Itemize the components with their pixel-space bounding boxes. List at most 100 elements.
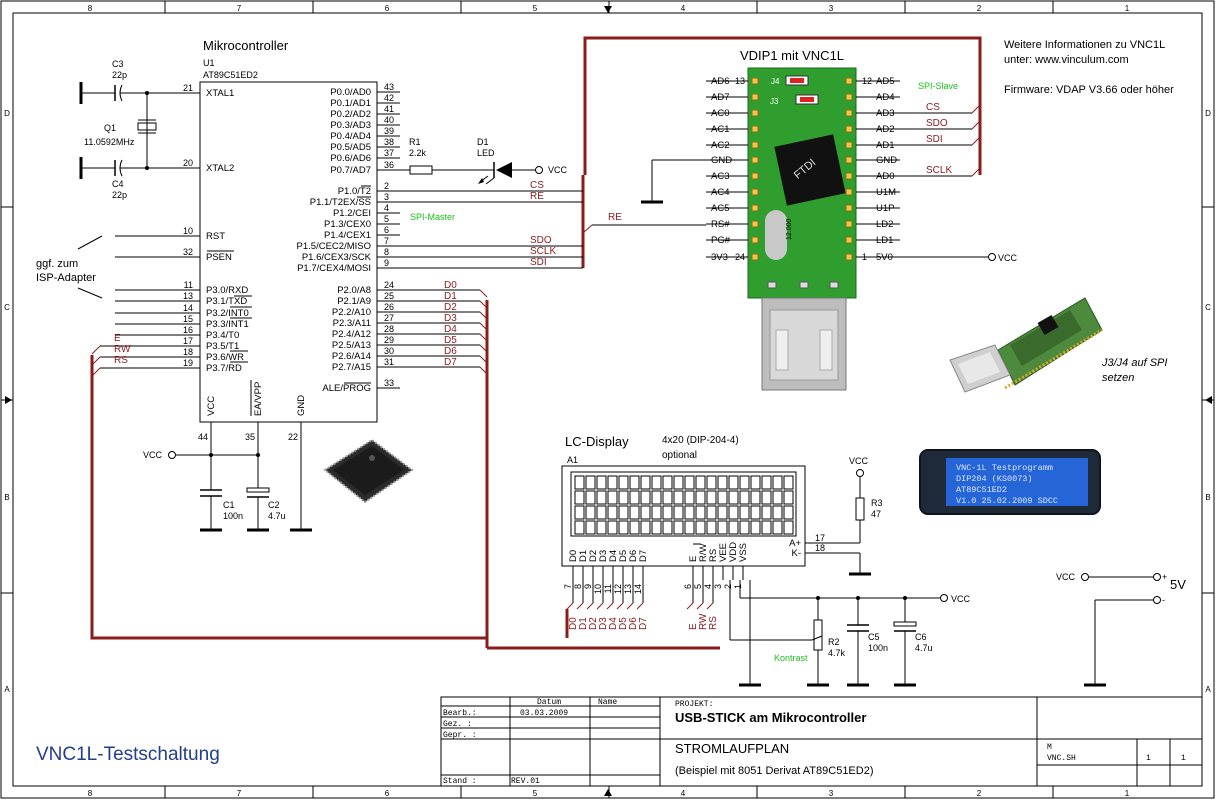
- lcd-char-cell: [629, 475, 640, 490]
- lcd-char-cell: [695, 475, 706, 490]
- r2-ref: R2: [828, 637, 840, 647]
- lcd-char-cell: [717, 475, 728, 490]
- frame-row-right: C: [1205, 303, 1211, 312]
- spi-master-label: SPI-Master: [410, 212, 455, 222]
- mcu-pin-number: 19: [183, 358, 193, 368]
- frame-col-bottom: 4: [681, 789, 686, 798]
- lcd-photo-text: AT89C51ED2: [956, 485, 1007, 495]
- frame-row-left: A: [4, 685, 10, 694]
- mcu-pin-name: P1.3/CEX0: [324, 219, 371, 230]
- lcd-char-cell: [684, 490, 695, 505]
- lcd-backlight-number: 18: [815, 543, 825, 553]
- vdip-pad: [845, 253, 853, 261]
- mcu-pin-name: P1.0/T2: [338, 186, 371, 197]
- lcd-bus-label: D1: [578, 617, 589, 630]
- vdip-pin-name: AD6: [711, 76, 729, 87]
- lcd-photo-text: V1.0 25.02.2009 SDCC: [956, 496, 1058, 506]
- mcu-pin-name: P3.7/RD: [206, 363, 242, 374]
- c3-value: 22p: [112, 70, 127, 80]
- lcd-char-cell: [651, 475, 662, 490]
- vdip-pin-name: AD4: [876, 92, 894, 103]
- vdip-pin-name: U1M: [876, 187, 896, 198]
- d1-ref: D1: [477, 137, 489, 147]
- vdip-title: VDIP1 mit VNC1L: [740, 48, 844, 63]
- lcd-char-cell: [761, 490, 772, 505]
- vdip-pin-name: AD3: [876, 108, 894, 119]
- lcd-char-cell: [640, 475, 651, 490]
- lcd-char-cell: [750, 475, 761, 490]
- vdip-led: [767, 281, 777, 289]
- bus-entry: [686, 602, 694, 610]
- lcd-char-cell: [684, 520, 695, 535]
- r1-value: 2.2k: [409, 148, 427, 158]
- info-text: Weitere Informationen zu VNC1L unter: ww…: [1004, 39, 1174, 96]
- vdip-pad: [845, 93, 853, 101]
- frame-col-bottom: 3: [829, 789, 834, 798]
- tb-gez: Gez. :: [443, 720, 472, 729]
- net-label-p1: SCLK: [530, 246, 556, 257]
- bus-entry: [636, 602, 644, 610]
- lcd-pin-name: VEE: [718, 543, 729, 562]
- tb-date: 03.03.2009: [520, 709, 568, 718]
- lcd-pin-name: D5: [618, 550, 629, 562]
- mcu-pin-number: 27: [384, 313, 394, 323]
- mcu-pin-number: 9: [384, 258, 389, 268]
- net-label-p1: RE: [530, 191, 544, 202]
- vdip-pin-name: U1P: [876, 203, 894, 214]
- mcu-pin-name: P2.6/A14: [332, 351, 371, 362]
- d1-value: LED: [477, 148, 495, 158]
- mcu-pin-number: 41: [384, 104, 394, 114]
- mcu-pin-name: RST: [206, 231, 225, 242]
- c1-ref: C1: [223, 500, 235, 510]
- lcd-char-cell: [607, 505, 618, 520]
- lcd-char-cell: [596, 475, 607, 490]
- lcd-subtitle-2: optional: [662, 450, 697, 461]
- lcd-body: [561, 465, 806, 567]
- lcd-pin-number: 7: [563, 584, 573, 589]
- lcd-char-cell: [761, 520, 772, 535]
- vdip-pad: [845, 172, 853, 180]
- c1-value: 100n: [223, 511, 243, 521]
- mcu-pin-name: ALE/PROG: [322, 383, 371, 394]
- tb-projekt-label: PROJEKT:: [675, 700, 713, 709]
- lcd-char-cell: [739, 475, 750, 490]
- lcd-char-cell: [695, 505, 706, 520]
- lcd-pin-number: 14: [633, 584, 643, 594]
- bus-entry: [91, 345, 101, 355]
- mcu-pin-name: P2.1/A9: [337, 296, 371, 307]
- info-line-1: Weitere Informationen zu VNC1L: [1004, 39, 1165, 51]
- bus-entry: [479, 289, 488, 298]
- lcd-char-cell: [728, 490, 739, 505]
- lcd-display: LC-Display 4x20 (DIP-204-4) optional A1 …: [485, 434, 825, 650]
- mcu-pin-name: P1.2/CEI: [333, 208, 371, 219]
- vdip-led: [829, 281, 839, 289]
- mcu-pin-number: 16: [183, 325, 193, 335]
- isp-label-1: ggf. zum: [36, 258, 78, 270]
- frame-col-bottom: 1: [1125, 789, 1130, 798]
- net-label-p2: D4: [444, 324, 457, 335]
- lcd-vcc: VCC: [951, 594, 971, 604]
- lcd-bus-label: D5: [618, 617, 629, 630]
- vdip-pin-name: RS#: [711, 219, 730, 230]
- c3-ref: C3: [112, 59, 124, 69]
- tb-gepr: Gepr. :: [443, 731, 477, 740]
- mcu-pin-name: P2.0/A8: [337, 285, 371, 296]
- lcd-char-cell: [728, 475, 739, 490]
- vdip-pin-name: GND: [876, 155, 897, 166]
- frame-row-right: A: [1205, 685, 1211, 694]
- tb-m: M: [1047, 743, 1052, 752]
- mcu-ref: U1: [203, 58, 215, 68]
- net-label-p3: RS: [114, 355, 128, 366]
- mcu-pin-number: 7: [384, 236, 389, 246]
- lcd-char-cell: [739, 505, 750, 520]
- mcu-pin-number: 10: [183, 226, 193, 236]
- title-block: Datum Name Bearb.: 03.03.2009 Gez. : Gep…: [440, 696, 1203, 787]
- tb-bearb: Bearb.:: [443, 709, 477, 718]
- mcu-pin-number: 33: [384, 378, 394, 388]
- net-label-p2: D6: [444, 346, 457, 357]
- vdip-net-label: SDI: [926, 134, 943, 145]
- lcd-char-cell: [772, 475, 783, 490]
- mcu-pin-name: P2.7/A15: [332, 362, 371, 373]
- jumper-j4: J4: [771, 77, 780, 86]
- mcu-pin-number: 31: [384, 357, 394, 367]
